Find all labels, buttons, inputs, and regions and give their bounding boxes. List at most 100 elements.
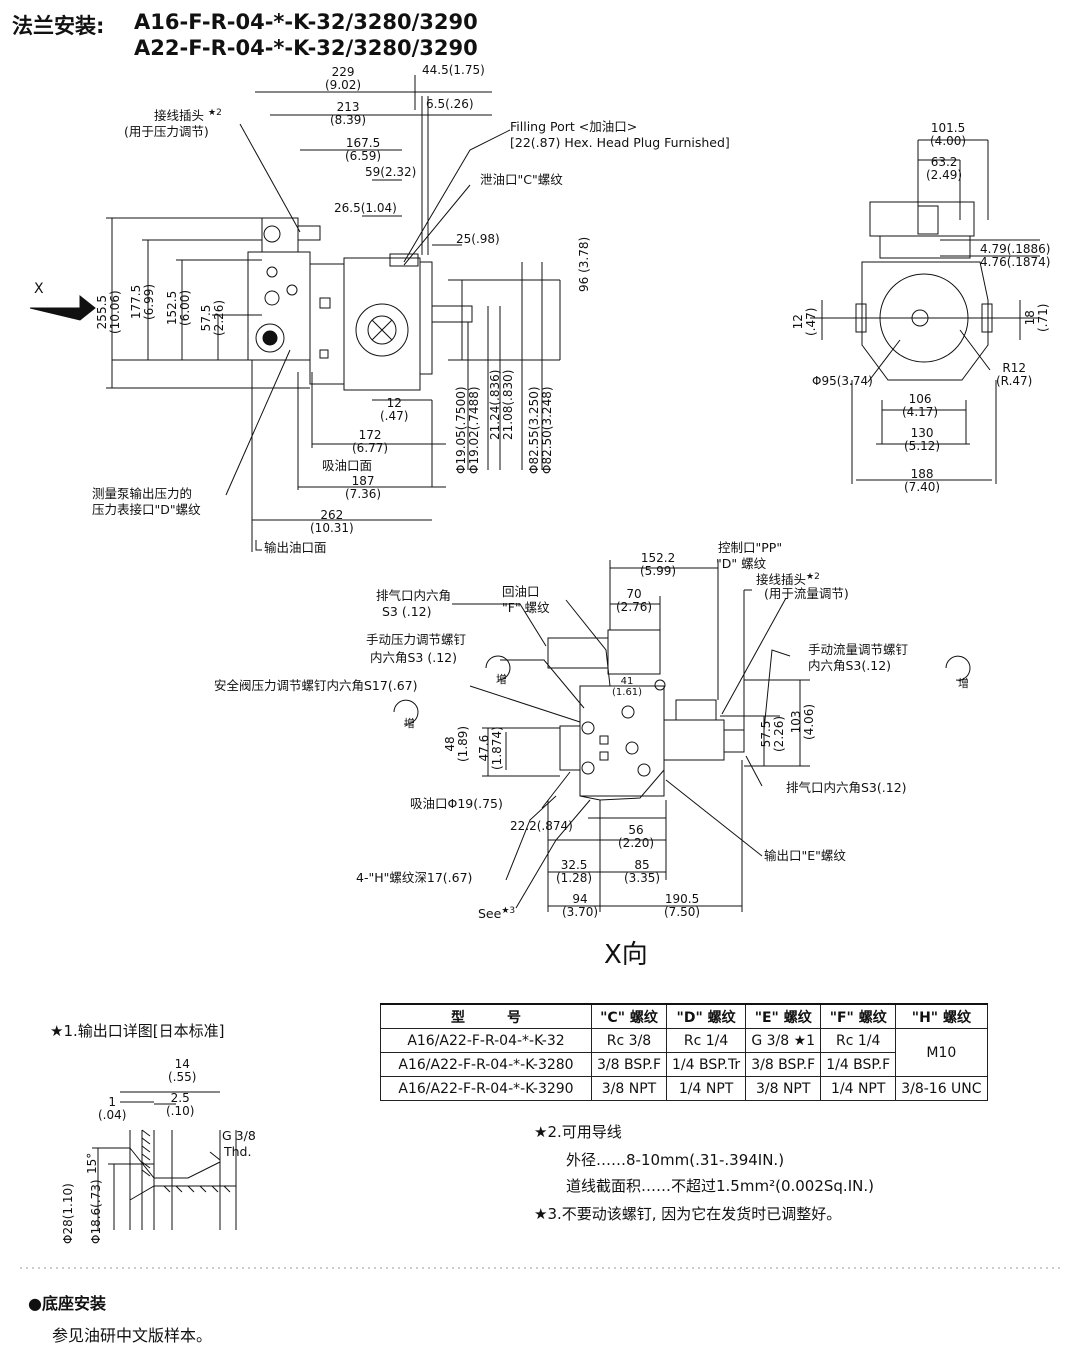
vent-label: 排气口内六角 [376, 588, 452, 603]
x-arrow-label: X [34, 281, 44, 297]
thread-thd-label: Thd. [224, 1144, 252, 1159]
dim-101-5: 101.5(4.00) [930, 121, 967, 148]
dim-key-width: 4.79(.1886)4.76(.1874) [980, 242, 1051, 269]
outlet-port-label: 输出口"E"螺纹 [764, 848, 846, 863]
note-2-title: ★2.可用导线 [534, 1123, 622, 1141]
side-view-drawing [106, 75, 561, 552]
vent-size: S3 (.12) [382, 604, 432, 619]
dim-shaft-dia-1: Φ19.05(.7500)Φ19.02(.7488) [454, 386, 481, 474]
table-row: A16/A22-F-R-04-*-K-32 Rc 3/8 Rc 1/4 G 3/… [380, 1028, 988, 1077]
dim-103: 103(4.06) [789, 703, 816, 740]
connector-label: 接线插头 ★2 [154, 108, 222, 124]
return-port-thread: "F" 螺纹 [502, 600, 550, 615]
dim-229: 229(9.02) [325, 65, 362, 92]
dim-pilot-dia: Φ82.55(3.250)Φ82.50(3.248) [527, 386, 554, 474]
base-mount-title: ●底座安装 [28, 1294, 106, 1313]
increase-label-2: 增 [404, 717, 415, 730]
dim-94: 94(3.70) [562, 892, 599, 919]
h-thread-label: 4-"H"螺纹深17(.67) [356, 870, 473, 885]
dim-2-5: 2.5(.10) [166, 1091, 195, 1118]
suction-port-label: 吸油口Φ19(.75) [410, 796, 503, 811]
note-2-od: 外径……8-10mm(.31-.394IN.) [566, 1151, 785, 1169]
dim-56: 56(2.20) [618, 823, 655, 850]
manual-flow-label: 手动流量调节螺钉 [808, 642, 909, 657]
control-port-label: 控制口"PP" [718, 540, 783, 555]
dim-106: 106(4.17) [902, 392, 939, 419]
dim-262: 262(10.31) [310, 508, 354, 535]
base-mount-text: 参见油研中文版样本。 [52, 1326, 213, 1345]
return-port-label: 回油口 [502, 584, 540, 599]
note-2-area: 道线截面积……不超过1.5mm²(0.002Sq.IN.) [566, 1177, 874, 1195]
vent-right-label: 排气口内六角S3(.12) [786, 780, 907, 795]
dim-angle-15: 15° [85, 1152, 99, 1174]
thread-g38-label: G 3/8 [222, 1128, 256, 1143]
dim-96: 96 (3.78) [577, 236, 591, 292]
dim-41: 41(1.61) [612, 676, 643, 698]
manual-pressure-label: 手动压力调节螺钉 [366, 632, 467, 647]
model-line-1: A16-F-R-04-*-K-32/3280/3290 [134, 10, 478, 34]
flange-mount-label: 法兰安装: [12, 14, 105, 38]
table-row: A16/A22-F-R-04-*-K-3280 3/8 BSP.F 1/4 BS… [380, 1052, 988, 1077]
dim-152-5: 152.5(6.00) [165, 289, 192, 326]
relief-valve-label: 安全阀压力调节螺钉内六角S17(.67) [214, 678, 418, 693]
dim-70: 70(2.76) [616, 587, 653, 614]
dim-14: 14(.55) [168, 1057, 197, 1084]
model-line-2: A22-F-R-04-*-K-32/3280/3290 [134, 36, 478, 60]
manual-pressure-size: 内六角S3 (.12) [370, 650, 457, 665]
dim-12: 12(.47) [380, 396, 409, 423]
table-header-row: 型 号 "C" 螺纹 "D" 螺纹 "E" 螺纹 "F" 螺纹 "H" 螺纹 [380, 1003, 988, 1029]
dim-22-2: 22.2(.874) [510, 819, 573, 833]
dim-172: 172(6.77) [352, 428, 389, 455]
col-model: 型 号 [380, 1003, 592, 1029]
col-f-thread: "F" 螺纹 [820, 1003, 897, 1029]
dim-12-end: 12(.47) [791, 307, 818, 336]
suction-face-label: 吸油口面 [322, 458, 373, 473]
dim-85: 85(3.35) [624, 858, 661, 885]
drain-port-label: 泄油口"C"螺纹 [480, 172, 563, 187]
dim-57-5: 57.5(2.26) [199, 299, 226, 336]
dim-r12: R12(R.47) [996, 361, 1033, 388]
connector-note: (用于压力调节) [124, 124, 209, 139]
dim-152-2: 152.2(5.99) [640, 551, 677, 578]
control-port-thread: "D" 螺纹 [716, 556, 767, 571]
end-view-drawing [810, 139, 1040, 484]
dim-177-5: 177.5(6.99) [129, 283, 156, 320]
x-view-title: X向 [604, 940, 648, 970]
dim-phi95: Φ95(3.74) [812, 374, 873, 388]
outlet-detail-title: ★1.输出口详图[日本标准] [50, 1022, 225, 1040]
dim-phi18-6: Φ18.6(.73) [89, 1179, 103, 1244]
dim-187: 187(7.36) [345, 474, 382, 501]
see-note-label: See★3 [478, 906, 516, 922]
h-thread-merged: M10 [895, 1028, 988, 1077]
col-c-thread: "C" 螺纹 [591, 1003, 667, 1029]
dim-6-5: 6.5(.26) [426, 97, 474, 111]
filling-port-note: [22(.87) Hex. Head Plug Furnished] [510, 135, 730, 150]
dim-26-5: 26.5(1.04) [334, 201, 397, 215]
filling-port-label: Filling Port <加油口> [510, 119, 638, 134]
dim-57-5-x: 57.5(2.26) [759, 715, 786, 752]
dim-190-5: 190.5(7.50) [664, 892, 701, 919]
dim-213: 213(8.39) [330, 100, 367, 127]
outlet-face-label: 输出油口面 [264, 540, 327, 555]
increase-label-1: 增 [496, 673, 507, 686]
note-3: ★3.不要动该螺钉, 因为它在发货时已调整好。 [534, 1205, 842, 1223]
thread-spec-table: 型 号 "C" 螺纹 "D" 螺纹 "E" 螺纹 "F" 螺纹 "H" 螺纹 A… [380, 1003, 988, 1101]
col-d-thread: "D" 螺纹 [665, 1003, 747, 1029]
dim-1: 1(.04) [98, 1095, 127, 1122]
gauge-port-label: 测量泵输出压力的 [92, 486, 193, 501]
x-connector-note: (用于流量调节) [764, 586, 849, 601]
dim-167-5: 167.5(6.59) [345, 136, 382, 163]
x-connector-label: 接线插头★2 [756, 572, 820, 588]
dim-phi28: Φ28(1.10) [61, 1183, 75, 1244]
manual-flow-size: 内六角S3(.12) [808, 658, 892, 673]
table-row: A16/A22-F-R-04-*-K-3290 3/8 NPT 1/4 NPT … [380, 1076, 988, 1101]
dim-48: 48(1.89) [443, 725, 470, 762]
dim-32-5: 32.5(1.28) [556, 858, 593, 885]
dim-188: 188(7.40) [904, 467, 941, 494]
dim-18: 18(.71) [1023, 303, 1050, 332]
dim-47-6: 47.6(1.874) [477, 726, 504, 770]
increase-label-3: 增 [958, 677, 969, 690]
outlet-detail-drawing [92, 1091, 237, 1230]
dim-130: 130(5.12) [904, 426, 941, 453]
